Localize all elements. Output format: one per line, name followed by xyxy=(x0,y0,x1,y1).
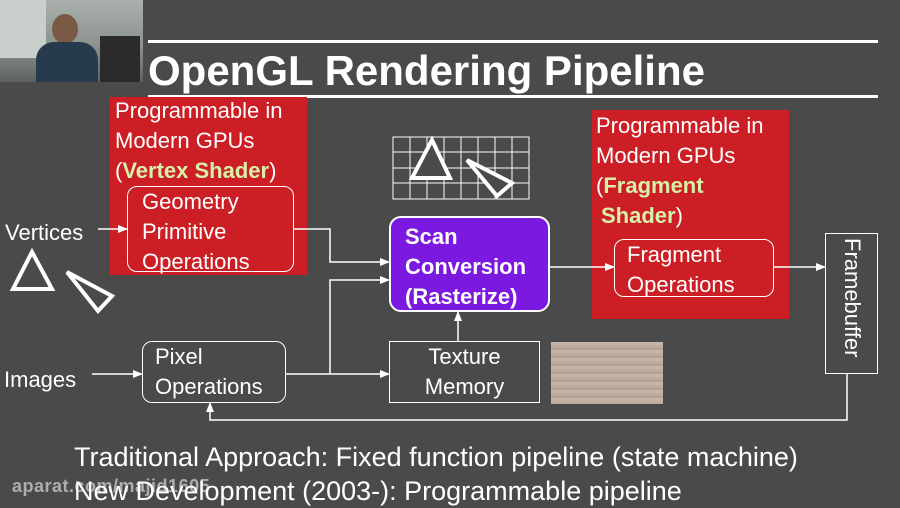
title-bottom-rule xyxy=(148,95,878,98)
fragment-line2: Operations xyxy=(627,272,735,297)
texture-line1: Texture xyxy=(428,344,501,369)
framebuffer-box xyxy=(825,233,878,374)
pixel-line2: Operations xyxy=(155,374,263,399)
fragment-panel-line3: (Fragment xyxy=(596,173,704,198)
grid-triangle-icon xyxy=(408,135,454,180)
bottom-line-new-development: New Development (2003-): Programmable pi… xyxy=(74,476,682,506)
vertex-triangle-icon xyxy=(9,247,56,291)
scan-conversion-box: Scan Conversion (Rasterize) xyxy=(389,216,550,312)
title-top-rule xyxy=(148,40,878,43)
scan-line1: Scan xyxy=(405,224,458,249)
arrow-geometry-to-scan xyxy=(294,228,390,266)
pixel-line1: Pixel xyxy=(155,344,203,369)
vertex-panel-line1: Programmable in xyxy=(115,98,283,123)
scan-line2: Conversion xyxy=(405,254,527,279)
arrow-framebuffer-to-pixel xyxy=(206,374,848,421)
bottom-line-traditional: Traditional Approach: Fixed function pip… xyxy=(74,442,798,472)
fragment-panel-line2: Modern GPUs xyxy=(596,143,736,168)
fragment-panel-line4: Shader) xyxy=(601,203,683,228)
texture-sample-image xyxy=(551,342,663,404)
fragment-line1: Fragment xyxy=(627,242,722,267)
vertex-panel-line2: Modern GPUs xyxy=(115,128,255,153)
geometry-line2: Primitive xyxy=(142,219,227,244)
grid-slim-triangle-icon xyxy=(465,158,516,199)
raster-grid-icon xyxy=(392,136,530,200)
vertex-shader-label: Vertex Shader xyxy=(122,158,270,183)
geometry-line1: Geometry xyxy=(142,189,239,214)
geometry-operations-box: Geometry Primitive Operations xyxy=(127,186,294,274)
webcam-inset xyxy=(0,0,143,82)
scan-line3: (Rasterize) xyxy=(405,284,518,309)
fragment-operations-box: Fragment Operations xyxy=(614,239,774,297)
fragment-shader-panel xyxy=(592,110,789,319)
geometry-line3: Operations xyxy=(142,249,250,274)
texture-line2: Memory xyxy=(424,374,505,399)
images-label: Images xyxy=(4,367,77,392)
vertices-label: Vertices xyxy=(5,220,84,245)
fragment-shader-label-1: Fragment xyxy=(603,173,704,198)
vertex-slim-triangle-icon xyxy=(65,270,116,315)
pixel-operations-box: Pixel Operations xyxy=(142,341,286,403)
vertex-panel-line3: (Vertex Shader) xyxy=(115,158,277,183)
page-title: OpenGL Rendering Pipeline xyxy=(148,47,705,94)
texture-memory-box: Texture Memory xyxy=(389,341,540,403)
fragment-panel-line1: Programmable in xyxy=(596,113,764,138)
fragment-shader-label-2: Shader xyxy=(601,203,676,228)
watermark-text: aparat.com/majid1605 xyxy=(12,476,211,496)
arrow-pixel-to-scan xyxy=(329,276,390,374)
